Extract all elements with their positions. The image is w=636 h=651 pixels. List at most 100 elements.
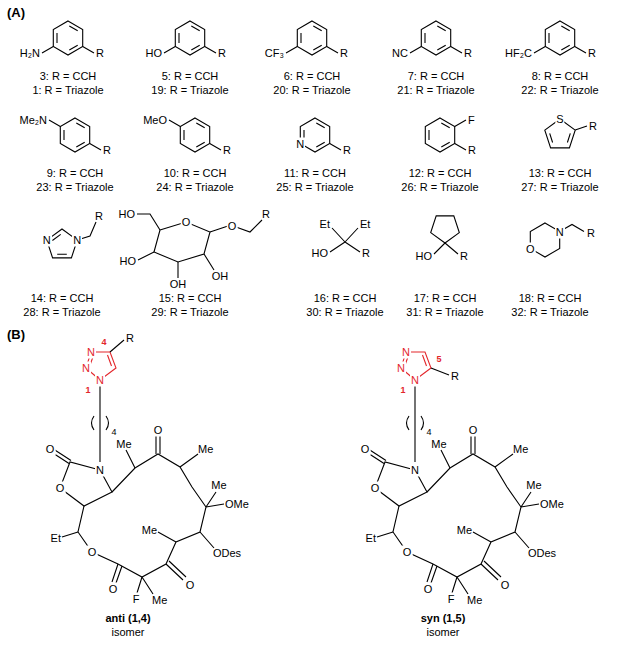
text-label: 26: R = Triazole bbox=[401, 182, 478, 193]
text-label: 7: R = CCH bbox=[408, 71, 465, 82]
atom-label: N bbox=[42, 234, 52, 247]
isomer-label: anti (1,4) bbox=[105, 613, 150, 624]
text-label: R bbox=[460, 251, 468, 262]
text-label: HO bbox=[120, 256, 137, 267]
position-number: 1 bbox=[400, 386, 405, 395]
atom-label: N bbox=[555, 225, 565, 238]
text-label: HO bbox=[312, 248, 329, 259]
atom-label: O bbox=[55, 482, 66, 495]
text-label: HO bbox=[146, 48, 163, 59]
text-label: NC bbox=[392, 48, 408, 59]
triazole-atom: N bbox=[95, 374, 105, 387]
text-label: 5: R = CCH bbox=[162, 71, 219, 82]
text-label: 12: R = CCH bbox=[409, 168, 472, 179]
atom-label: O bbox=[87, 546, 98, 559]
text-label: R bbox=[223, 145, 231, 156]
text-label: ODes bbox=[528, 548, 556, 559]
text-label: 32: R = Triazole bbox=[511, 307, 588, 318]
text-label: 31: R = Triazole bbox=[406, 307, 483, 318]
atom-label: O bbox=[525, 242, 536, 255]
text-label: 27: R = Triazole bbox=[521, 182, 598, 193]
position-number: 1 bbox=[85, 386, 90, 395]
atom-label: F bbox=[447, 593, 456, 606]
text-label: R bbox=[589, 121, 597, 132]
panel-a-structures bbox=[42, 21, 587, 278]
subscript-label: 4 bbox=[111, 428, 116, 437]
atom-label: O bbox=[360, 443, 371, 456]
text-label: 3: R = CCH bbox=[40, 71, 97, 82]
text-label: R bbox=[340, 48, 348, 59]
text-label: 23: R = Triazole bbox=[36, 182, 113, 193]
text-label: 24: R = Triazole bbox=[156, 182, 233, 193]
atom-label: O bbox=[227, 220, 238, 233]
atom-label: O bbox=[370, 482, 381, 495]
atom-label: O bbox=[45, 443, 56, 456]
atom-label: N bbox=[295, 137, 305, 150]
triazole-atom: N bbox=[81, 362, 91, 375]
text-label: R bbox=[362, 248, 370, 259]
text-label: R bbox=[96, 48, 104, 59]
text-label: Et bbox=[366, 533, 376, 544]
triazole-atom: N bbox=[410, 374, 420, 387]
text-label: 13: R = CCH bbox=[529, 168, 592, 179]
text-label: 10: R = CCH bbox=[164, 168, 227, 179]
text-label: R bbox=[468, 145, 476, 156]
text-label: MeO bbox=[143, 115, 167, 126]
atom-label: O bbox=[500, 579, 511, 592]
text-label: Me bbox=[467, 595, 482, 606]
text-label: 18: R = CCH bbox=[519, 293, 582, 304]
text-label: HF₂C bbox=[505, 48, 532, 59]
text-label: Me bbox=[116, 439, 131, 450]
text-label: isomer bbox=[111, 627, 144, 638]
text-label: ODes bbox=[213, 548, 241, 559]
panel-label: (B) bbox=[7, 328, 25, 341]
text-label: 30: R = Triazole bbox=[306, 307, 383, 318]
text-label: R bbox=[588, 48, 596, 59]
atom-label: N bbox=[72, 234, 82, 247]
text-label: Et bbox=[51, 533, 61, 544]
text-label: R bbox=[451, 371, 459, 382]
text-label: R bbox=[262, 209, 270, 220]
text-label: Me bbox=[142, 525, 157, 536]
text-label: isomer bbox=[426, 627, 459, 638]
isomer-label: syn (1,5) bbox=[421, 613, 466, 624]
text-label: R bbox=[95, 211, 103, 222]
text-label: Et bbox=[360, 219, 370, 230]
text-label: Et bbox=[320, 219, 330, 230]
text-label: Me bbox=[152, 595, 167, 606]
atom-label: O bbox=[402, 546, 413, 559]
text-label: OMe bbox=[225, 499, 249, 510]
text-label: Me bbox=[526, 480, 541, 491]
text-label: R bbox=[218, 48, 226, 59]
text-label: 17: R = CCH bbox=[414, 293, 477, 304]
atom-label: F bbox=[132, 593, 141, 606]
atom-label: O bbox=[153, 424, 164, 437]
text-label: Me bbox=[513, 444, 528, 455]
text-label: R bbox=[126, 333, 134, 344]
text-label: Me bbox=[198, 444, 213, 455]
text-label: H₂N bbox=[20, 48, 40, 59]
text-label: 15: R = CCH bbox=[159, 293, 222, 304]
text-label: Me bbox=[457, 525, 472, 536]
text-label: R bbox=[587, 228, 595, 239]
atom-label: O bbox=[108, 583, 119, 596]
text-label: 16: R = CCH bbox=[314, 293, 377, 304]
atom-label: N bbox=[95, 464, 105, 477]
text-label: 21: R = Triazole bbox=[397, 85, 474, 96]
atom-label: O bbox=[181, 216, 192, 229]
text-label: 28: R = Triazole bbox=[23, 307, 100, 318]
triazole-atom: N bbox=[86, 346, 96, 359]
text-label: F bbox=[468, 115, 475, 126]
text-label: OH bbox=[212, 271, 229, 282]
triazole-atom: N bbox=[396, 362, 406, 375]
triazole-atom: N bbox=[401, 346, 411, 359]
position-number: 5 bbox=[436, 355, 441, 364]
text-label: R bbox=[343, 145, 351, 156]
text-label: R bbox=[464, 48, 472, 59]
text-label: 8: R = CCH bbox=[532, 71, 589, 82]
panel-b-structures bbox=[49, 340, 539, 594]
atom-label: O bbox=[468, 424, 479, 437]
text-label: 9: R = CCH bbox=[47, 168, 104, 179]
text-label: CF₃ bbox=[265, 48, 284, 59]
text-label: 11: R = CCH bbox=[284, 168, 346, 179]
